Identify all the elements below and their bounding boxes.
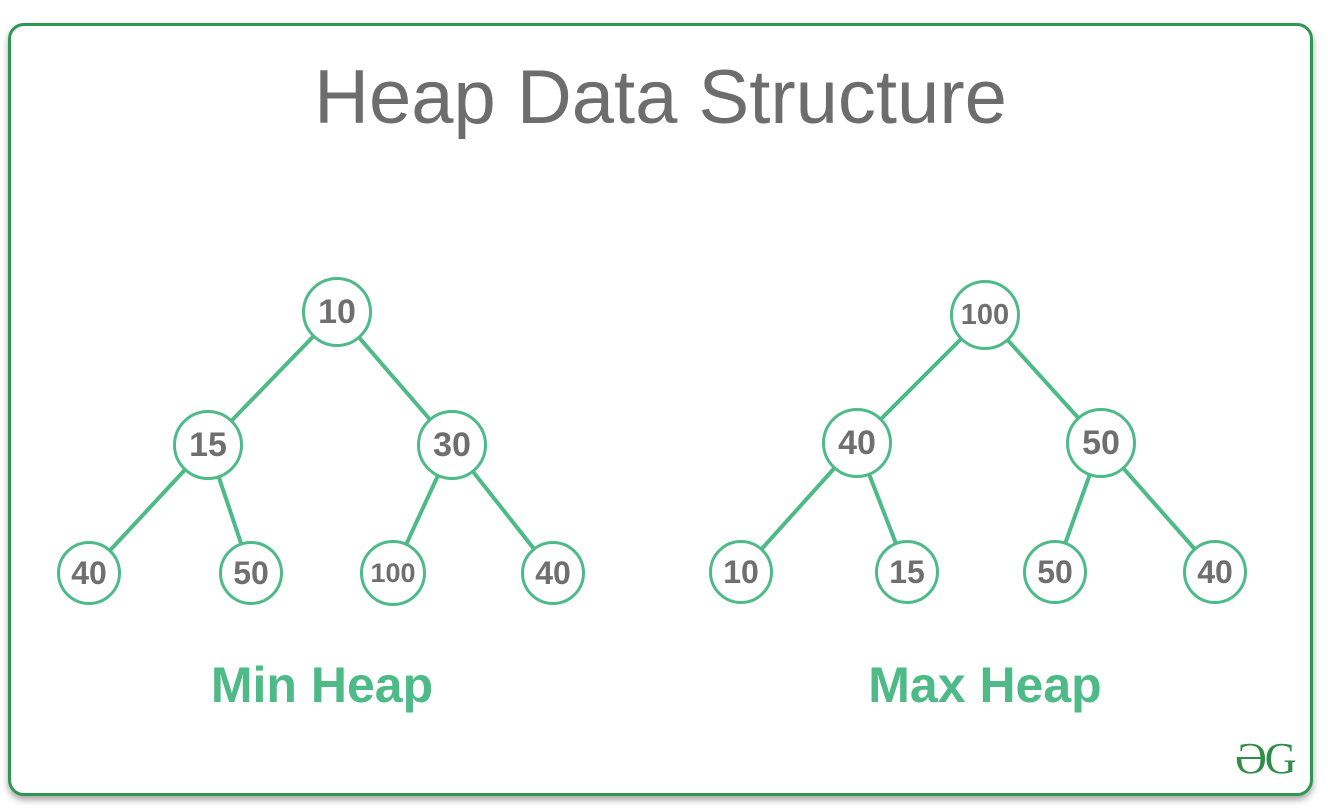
node-value: 30 <box>433 425 471 464</box>
page-title: Heap Data Structure <box>314 55 1007 140</box>
max-heap-leaf-4: 40 <box>1183 540 1247 604</box>
node-value: 15 <box>889 553 925 590</box>
node-value: 40 <box>1197 553 1233 590</box>
node-value: 50 <box>1037 553 1073 590</box>
max-heap-node-root: 100 <box>950 280 1020 350</box>
max-heap-node-left: 40 <box>822 408 892 478</box>
min-heap-leaf-1: 40 <box>57 541 121 605</box>
max-heap-label: Max Heap <box>868 657 1102 713</box>
min-heap-node-left: 15 <box>173 410 243 480</box>
max-heap-leaf-3: 50 <box>1023 540 1087 604</box>
node-value: 50 <box>1082 423 1120 462</box>
node-value: 10 <box>723 553 759 590</box>
max-heap-leaf-2: 15 <box>875 540 939 604</box>
min-heap-leaf-2: 50 <box>219 541 283 605</box>
node-value: 40 <box>535 554 571 591</box>
node-value: 40 <box>71 554 107 591</box>
min-heap-label: Min Heap <box>210 657 434 713</box>
node-value: 100 <box>960 298 1010 331</box>
max-heap-leaf-1: 10 <box>709 540 773 604</box>
node-value: 10 <box>318 292 356 331</box>
node-value: 15 <box>189 425 227 464</box>
min-heap-leaf-4: 40 <box>521 541 585 605</box>
max-heap-node-right: 50 <box>1066 408 1136 478</box>
geeksforgeeks-logo: ƏG <box>1235 734 1297 783</box>
min-heap-node-right: 30 <box>417 410 487 480</box>
node-value: 40 <box>838 423 876 462</box>
min-heap-leaf-3: 100 <box>360 540 426 606</box>
node-value: 50 <box>233 554 269 591</box>
node-value: 100 <box>370 557 416 588</box>
min-heap-node-root: 10 <box>302 277 372 347</box>
